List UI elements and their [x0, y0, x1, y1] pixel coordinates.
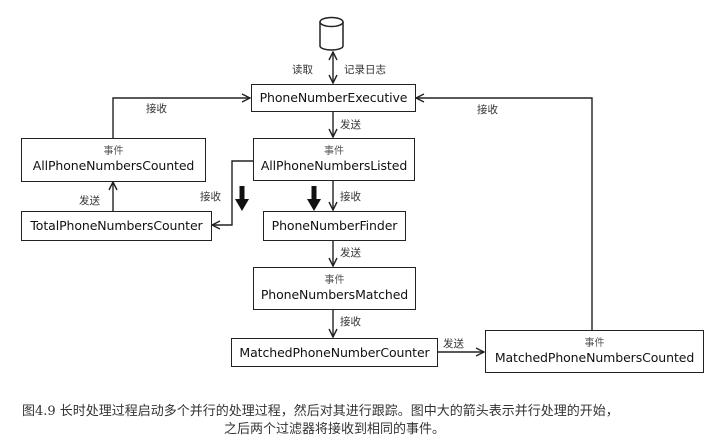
node-name: MatchedPhoneNumberCounter — [239, 344, 430, 360]
parallel-start-arrow-icon — [307, 186, 321, 211]
node-phone-numbers-matched: 事件 PhoneNumbersMatched — [253, 267, 416, 310]
db-log-label: 记录日志 — [344, 64, 386, 76]
edge-matched-counted-to-exec — [416, 98, 593, 330]
edge-label-matched-to-counter: 接收 — [340, 316, 361, 328]
db-read-label: 读取 — [292, 64, 313, 76]
node-matched-phone-number-counter: MatchedPhoneNumberCounter — [231, 338, 438, 367]
node-name: PhoneNumbersMatched — [260, 286, 409, 302]
figure-caption-line2: 之后两个过滤器将接收到相同的事件。 — [224, 422, 446, 437]
edge-label-listed-to-finder: 接收 — [340, 191, 361, 203]
node-kind: 事件 — [324, 274, 345, 286]
edge-label-counter-to-matched-counted: 发送 — [443, 338, 464, 350]
edge-label-listed-to-total: 接收 — [200, 191, 221, 203]
node-name: AllPhoneNumbersListed — [260, 157, 408, 173]
node-all-phone-numbers-counted: 事件 AllPhoneNumbersCounted — [21, 138, 206, 182]
node-total-phone-numbers-counter: TotalPhoneNumbersCounter — [21, 211, 212, 241]
node-name: AllPhoneNumbersCounted — [32, 158, 195, 173]
node-kind: 事件 — [584, 337, 605, 349]
figure-caption-line1: 图4.9 长时处理过程启动多个并行的处理过程，然后对其进行跟踪。图中大的箭头表示… — [22, 404, 619, 419]
edge-label-matched-counted-to-exec: 接收 — [477, 104, 498, 116]
edge-counted-to-exec — [112, 98, 250, 138]
edge-label-counted-to-exec: 接收 — [146, 103, 167, 115]
edge-label-total-to-counted: 发送 — [79, 195, 100, 207]
node-kind: 事件 — [103, 146, 124, 157]
database-icon — [319, 16, 344, 51]
parallel-start-arrow-icon — [235, 186, 249, 211]
node-name: PhoneNumberFinder — [271, 218, 398, 233]
node-all-phone-numbers-listed: 事件 AllPhoneNumbersListed — [253, 138, 415, 181]
edge-label-finder-to-matched: 发送 — [340, 247, 361, 259]
edge-label-exec-to-listed: 发送 — [340, 119, 361, 131]
node-name: MatchedPhoneNumbersCounted — [494, 349, 695, 365]
node-phone-number-finder: PhoneNumberFinder — [263, 211, 406, 241]
edge-listed-to-total — [212, 160, 253, 225]
node-matched-phone-numbers-counted: 事件 MatchedPhoneNumbersCounted — [485, 330, 704, 373]
node-name: PhoneNumberExecutive — [259, 90, 408, 105]
node-name: TotalPhoneNumbersCounter — [30, 218, 203, 233]
node-phone-number-executive: PhoneNumberExecutive — [251, 84, 416, 112]
node-kind: 事件 — [324, 145, 344, 157]
